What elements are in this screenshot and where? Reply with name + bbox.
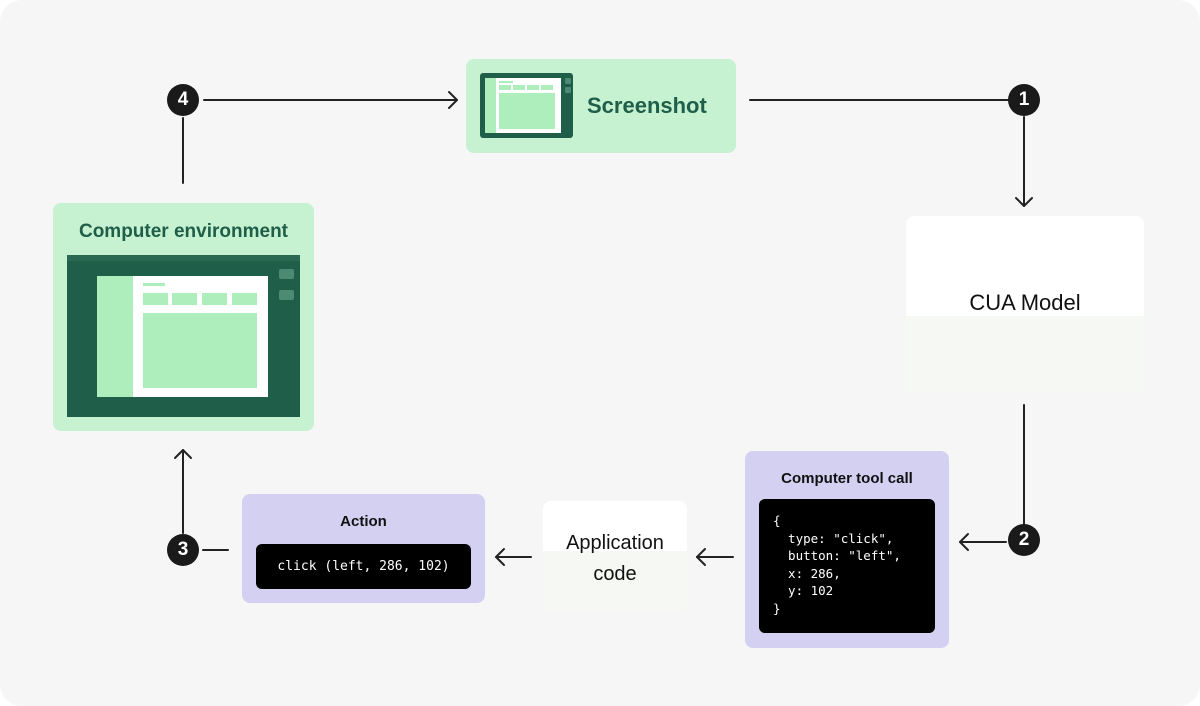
application-code-line1: Application	[566, 532, 664, 554]
tool-call-code: { type: "click", button: "left", x: 286,…	[759, 499, 935, 633]
computer-environment-node: Computer environment	[53, 203, 314, 431]
application-code-label: Application code	[543, 528, 687, 590]
step-badge-3: 3	[167, 534, 199, 566]
application-code-node: Application code	[543, 501, 687, 611]
computer-environment-title: Computer environment	[78, 221, 289, 242]
desktop-screen-icon	[67, 255, 300, 417]
step-badge-4: 4	[167, 84, 199, 116]
tool-call-title: Computer tool call	[781, 470, 913, 487]
action-code: click (left, 286, 102)	[256, 544, 471, 589]
screenshot-node: Screenshot	[466, 59, 736, 153]
action-node: Action click (left, 286, 102)	[242, 494, 485, 603]
action-title: Action	[340, 513, 387, 530]
screenshot-label: Screenshot	[587, 93, 707, 118]
tool-call-node: Computer tool call { type: "click", butt…	[745, 451, 949, 648]
cua-model-label: CUA Model	[969, 290, 1081, 315]
step-badge-1: 1	[1008, 84, 1040, 116]
application-code-line2: code	[593, 563, 637, 585]
step-badge-2: 2	[1008, 524, 1040, 556]
screenshot-thumbnail-icon	[480, 73, 573, 138]
cua-model-node: CUA Model	[906, 216, 1144, 392]
